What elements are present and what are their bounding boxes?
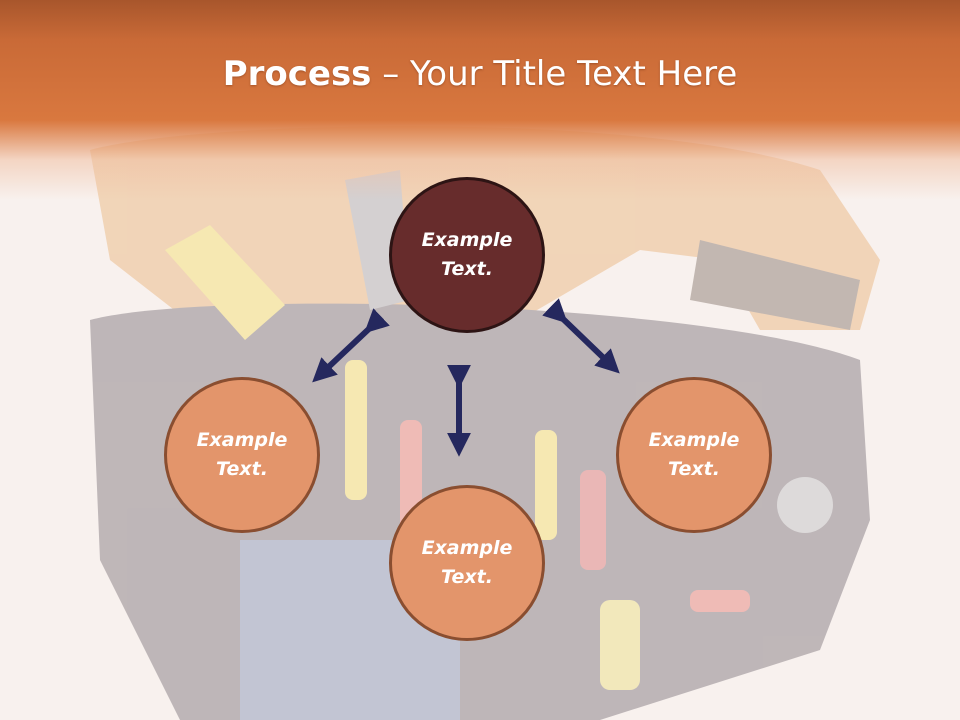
process-node-left-label: Example Text. (196, 429, 288, 480)
arrow-top-right (542, 298, 620, 374)
arrow-top-left (312, 308, 390, 383)
slide-title: Process – Your Title Text Here (0, 52, 960, 96)
process-node-top[interactable]: Example Text. (389, 177, 545, 333)
title-text: – Your Title Text Here (371, 54, 738, 94)
process-node-left[interactable]: Example Text. (164, 377, 320, 533)
title-bold-word: Process (222, 54, 372, 94)
process-node-bottom-label: Example Text. (421, 537, 513, 588)
title-header-band (0, 0, 960, 200)
process-node-right[interactable]: Example Text. (616, 377, 772, 533)
process-node-right-label: Example Text. (648, 429, 740, 480)
process-node-bottom[interactable]: Example Text. (389, 485, 545, 641)
process-node-top-label: Example Text. (421, 229, 513, 280)
